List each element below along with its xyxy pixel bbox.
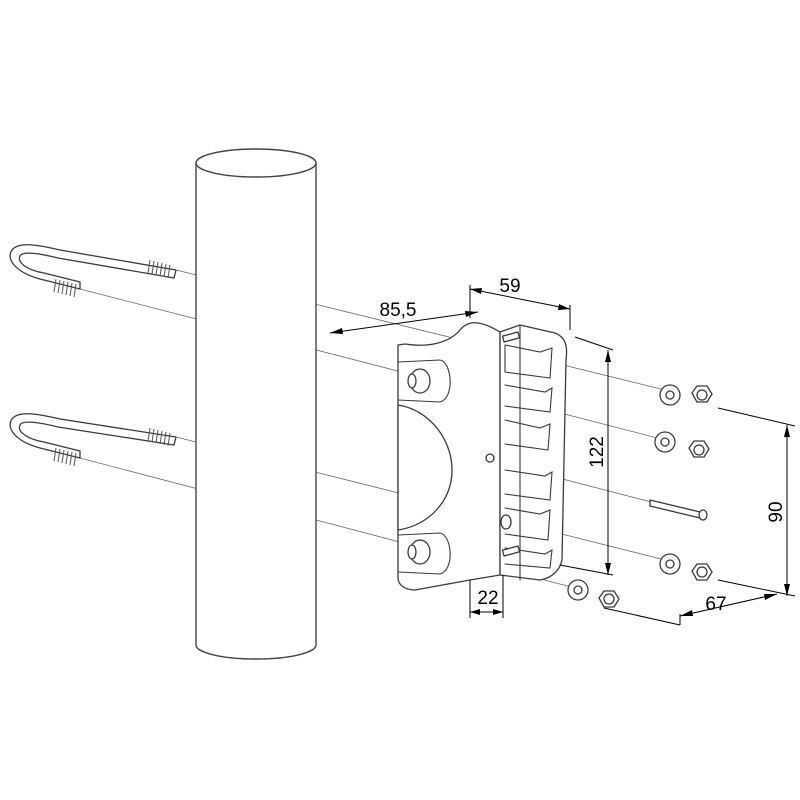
bracket-body <box>397 322 568 591</box>
u-bolt-lower <box>9 413 177 467</box>
dimension-67-label: 67 <box>705 594 726 615</box>
u-bolt-upper <box>9 244 177 298</box>
dimension-90: 90 <box>717 407 796 597</box>
dimension-59: 59 <box>469 276 571 330</box>
dimension-85-5-label: 85,5 <box>380 300 417 321</box>
pipe <box>195 148 317 660</box>
dimension-90-label: 90 <box>766 501 787 522</box>
dimension-22: 22 <box>469 575 504 618</box>
pin <box>649 499 708 521</box>
washer-nut-4 <box>567 579 620 608</box>
dimension-122: 122 <box>559 336 614 576</box>
washer-nut-3 <box>659 553 713 581</box>
dimension-59-label: 59 <box>499 276 520 297</box>
dimension-67: 67 <box>603 593 778 626</box>
dimension-22-label: 22 <box>477 588 498 609</box>
dimension-85-5: 85,5 <box>329 300 479 334</box>
dimension-122-label: 122 <box>587 436 608 468</box>
washer-nut-2 <box>654 431 710 458</box>
washer-nut-1 <box>659 384 713 406</box>
